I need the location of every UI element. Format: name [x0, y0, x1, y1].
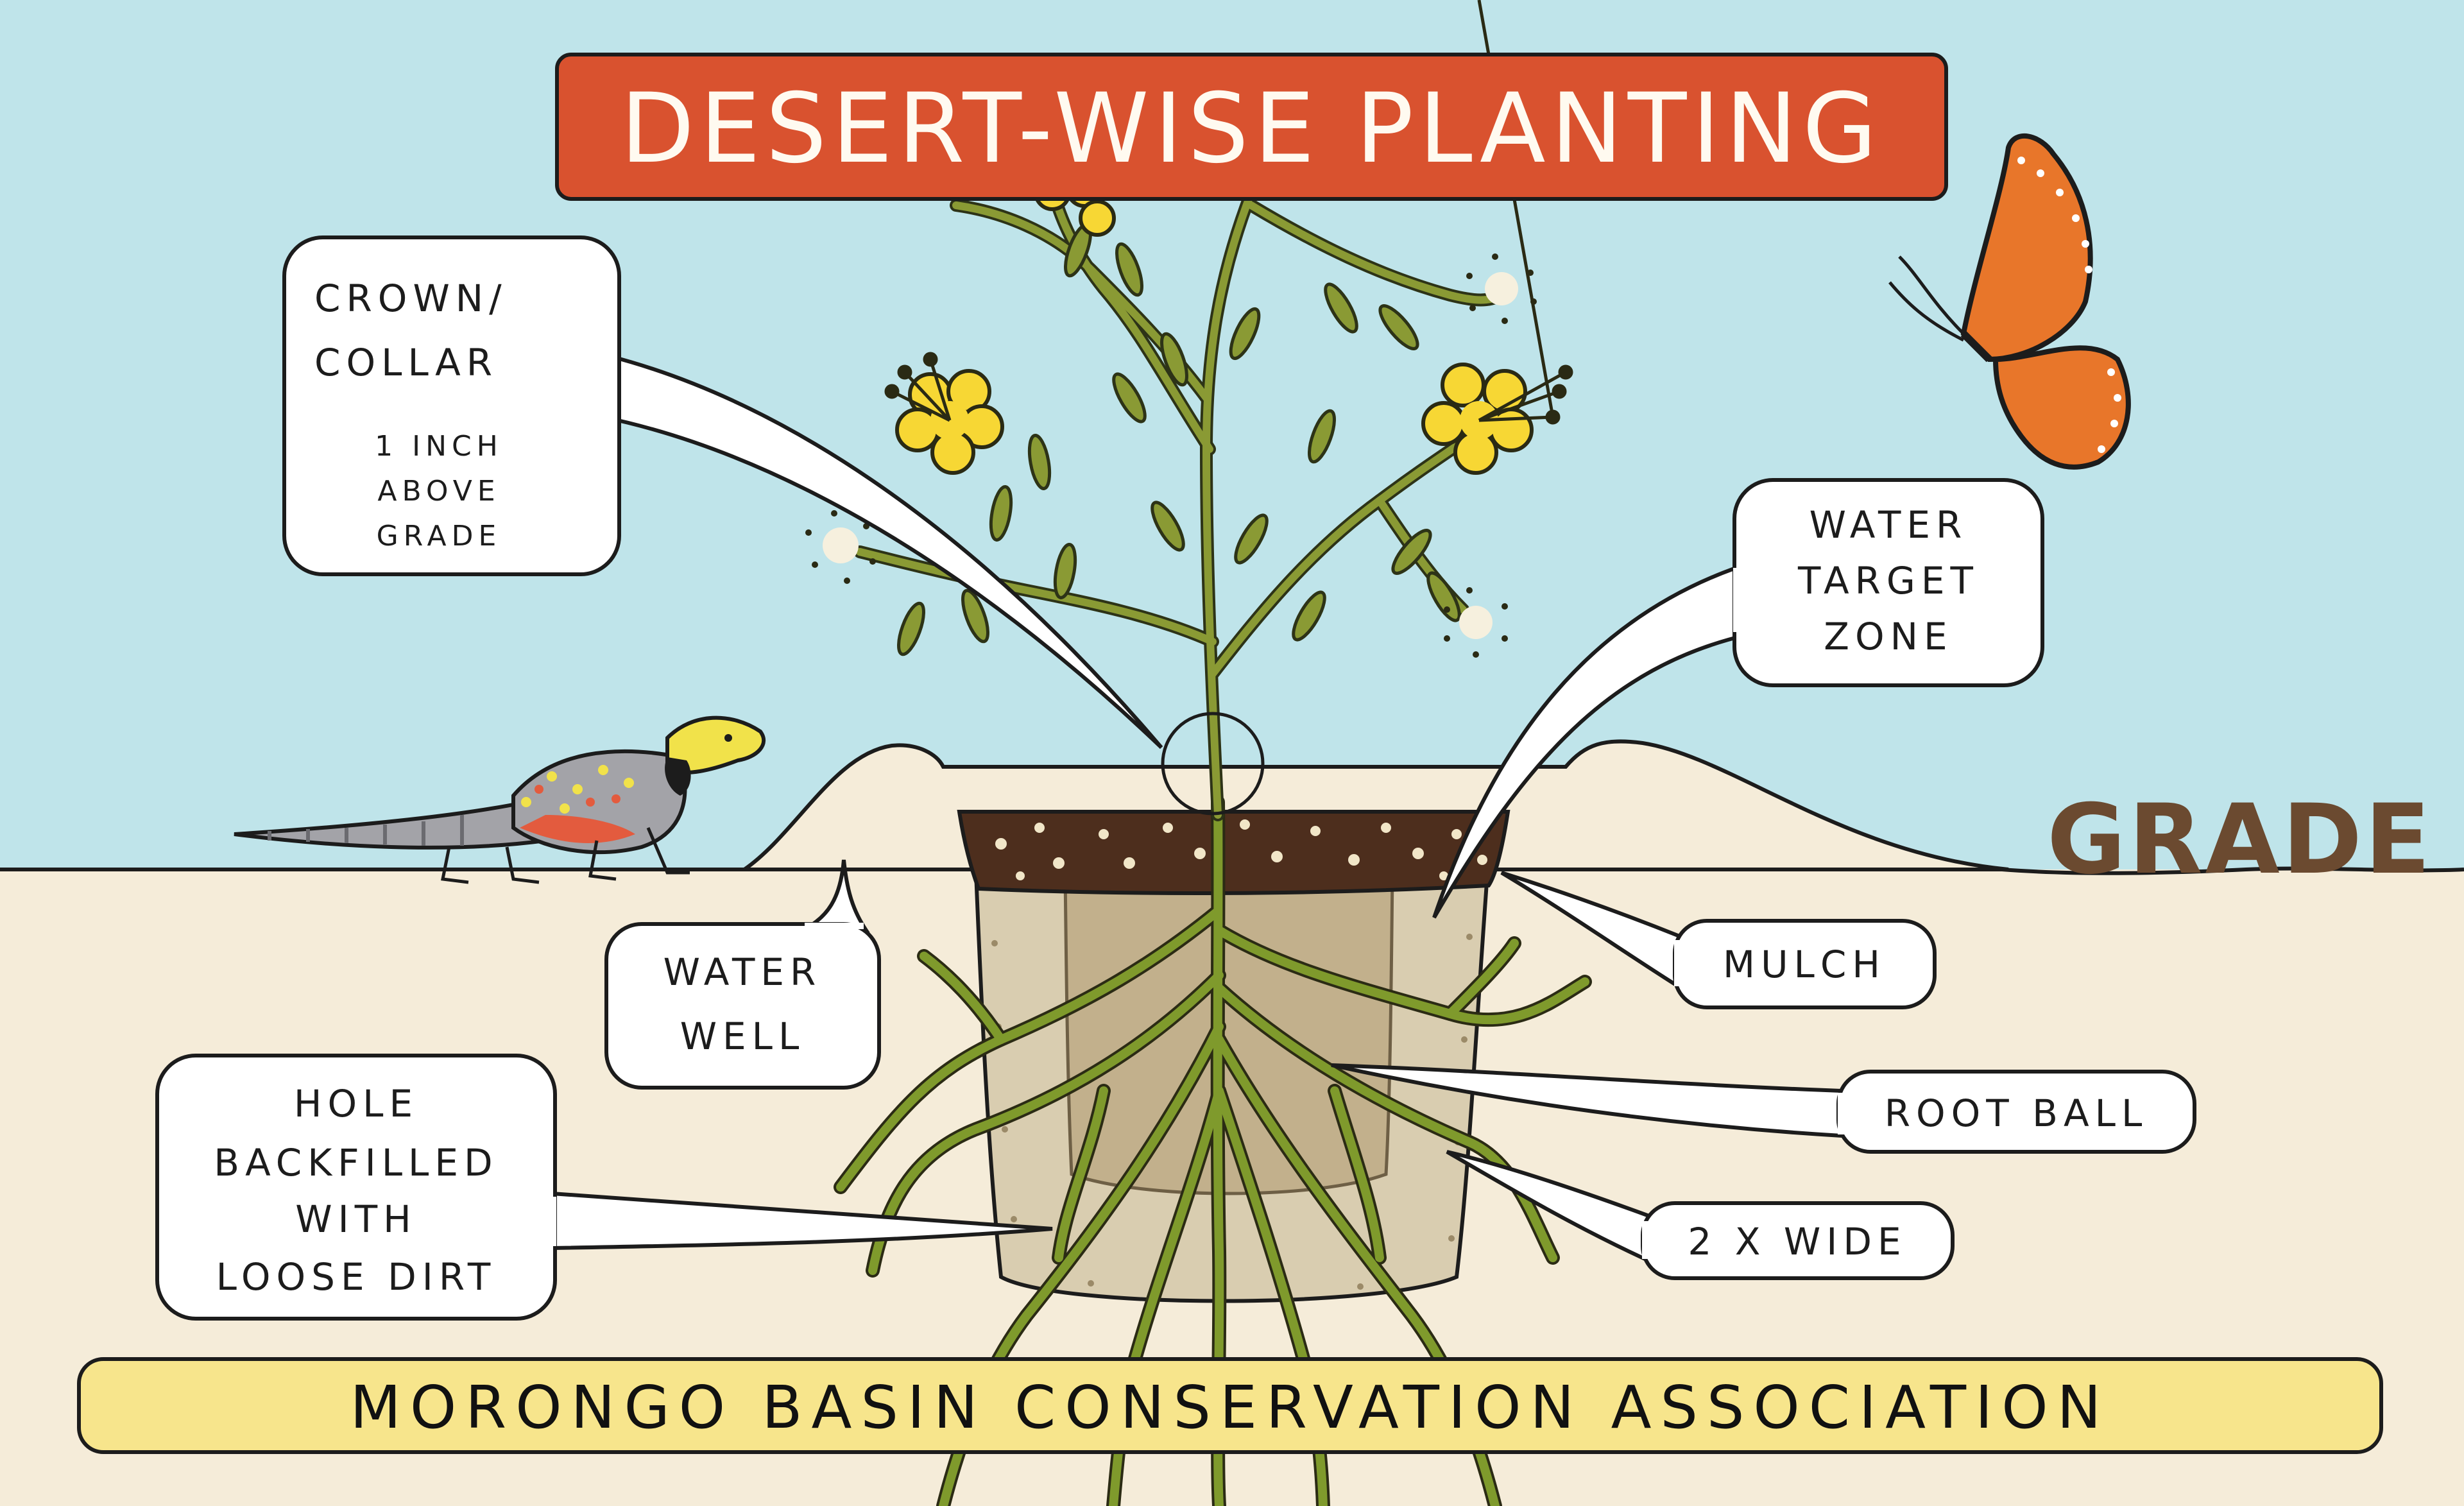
- hole-line2: BACKFILLED: [214, 1141, 498, 1185]
- crown-label-line2: COLLAR: [314, 341, 498, 384]
- footer-banner: MORONGO BASIN CONSERVATION ASSOCIATION: [79, 1359, 2381, 1452]
- crown-label-line1: CROWN/: [314, 277, 508, 320]
- water-target-line2: TARGET: [1797, 559, 1979, 603]
- water-target-line3: ZONE: [1824, 615, 1953, 658]
- hole-line3: WITH: [295, 1197, 417, 1241]
- hole-line1: HOLE: [294, 1082, 418, 1125]
- water-well-line2: WELL: [680, 1014, 805, 1058]
- water-target-line1: WATER: [1810, 503, 1968, 547]
- page-title: DESERT-WISE PLANTING: [620, 73, 1882, 185]
- crown-note-line2: ABOVE: [377, 475, 500, 508]
- title-banner: DESERT-WISE PLANTING: [557, 55, 1946, 199]
- crown-note-line1: 1 INCH: [375, 430, 503, 463]
- crown-note-line3: GRADE: [377, 520, 502, 552]
- root-ball-label: ROOT BALL: [1885, 1091, 2148, 1135]
- mulch-label: MULCH: [1723, 943, 1886, 986]
- organization-name: MORONGO BASIN CONSERVATION ASSOCIATION: [350, 1373, 2110, 1442]
- hole-line4: LOOSE DIRT: [216, 1255, 497, 1299]
- water-well-line1: WATER: [663, 950, 822, 994]
- two-x-wide-label: 2 X WIDE: [1688, 1220, 1906, 1263]
- root-ball: [1065, 873, 1392, 1194]
- grade-label: GRADE: [2047, 784, 2433, 896]
